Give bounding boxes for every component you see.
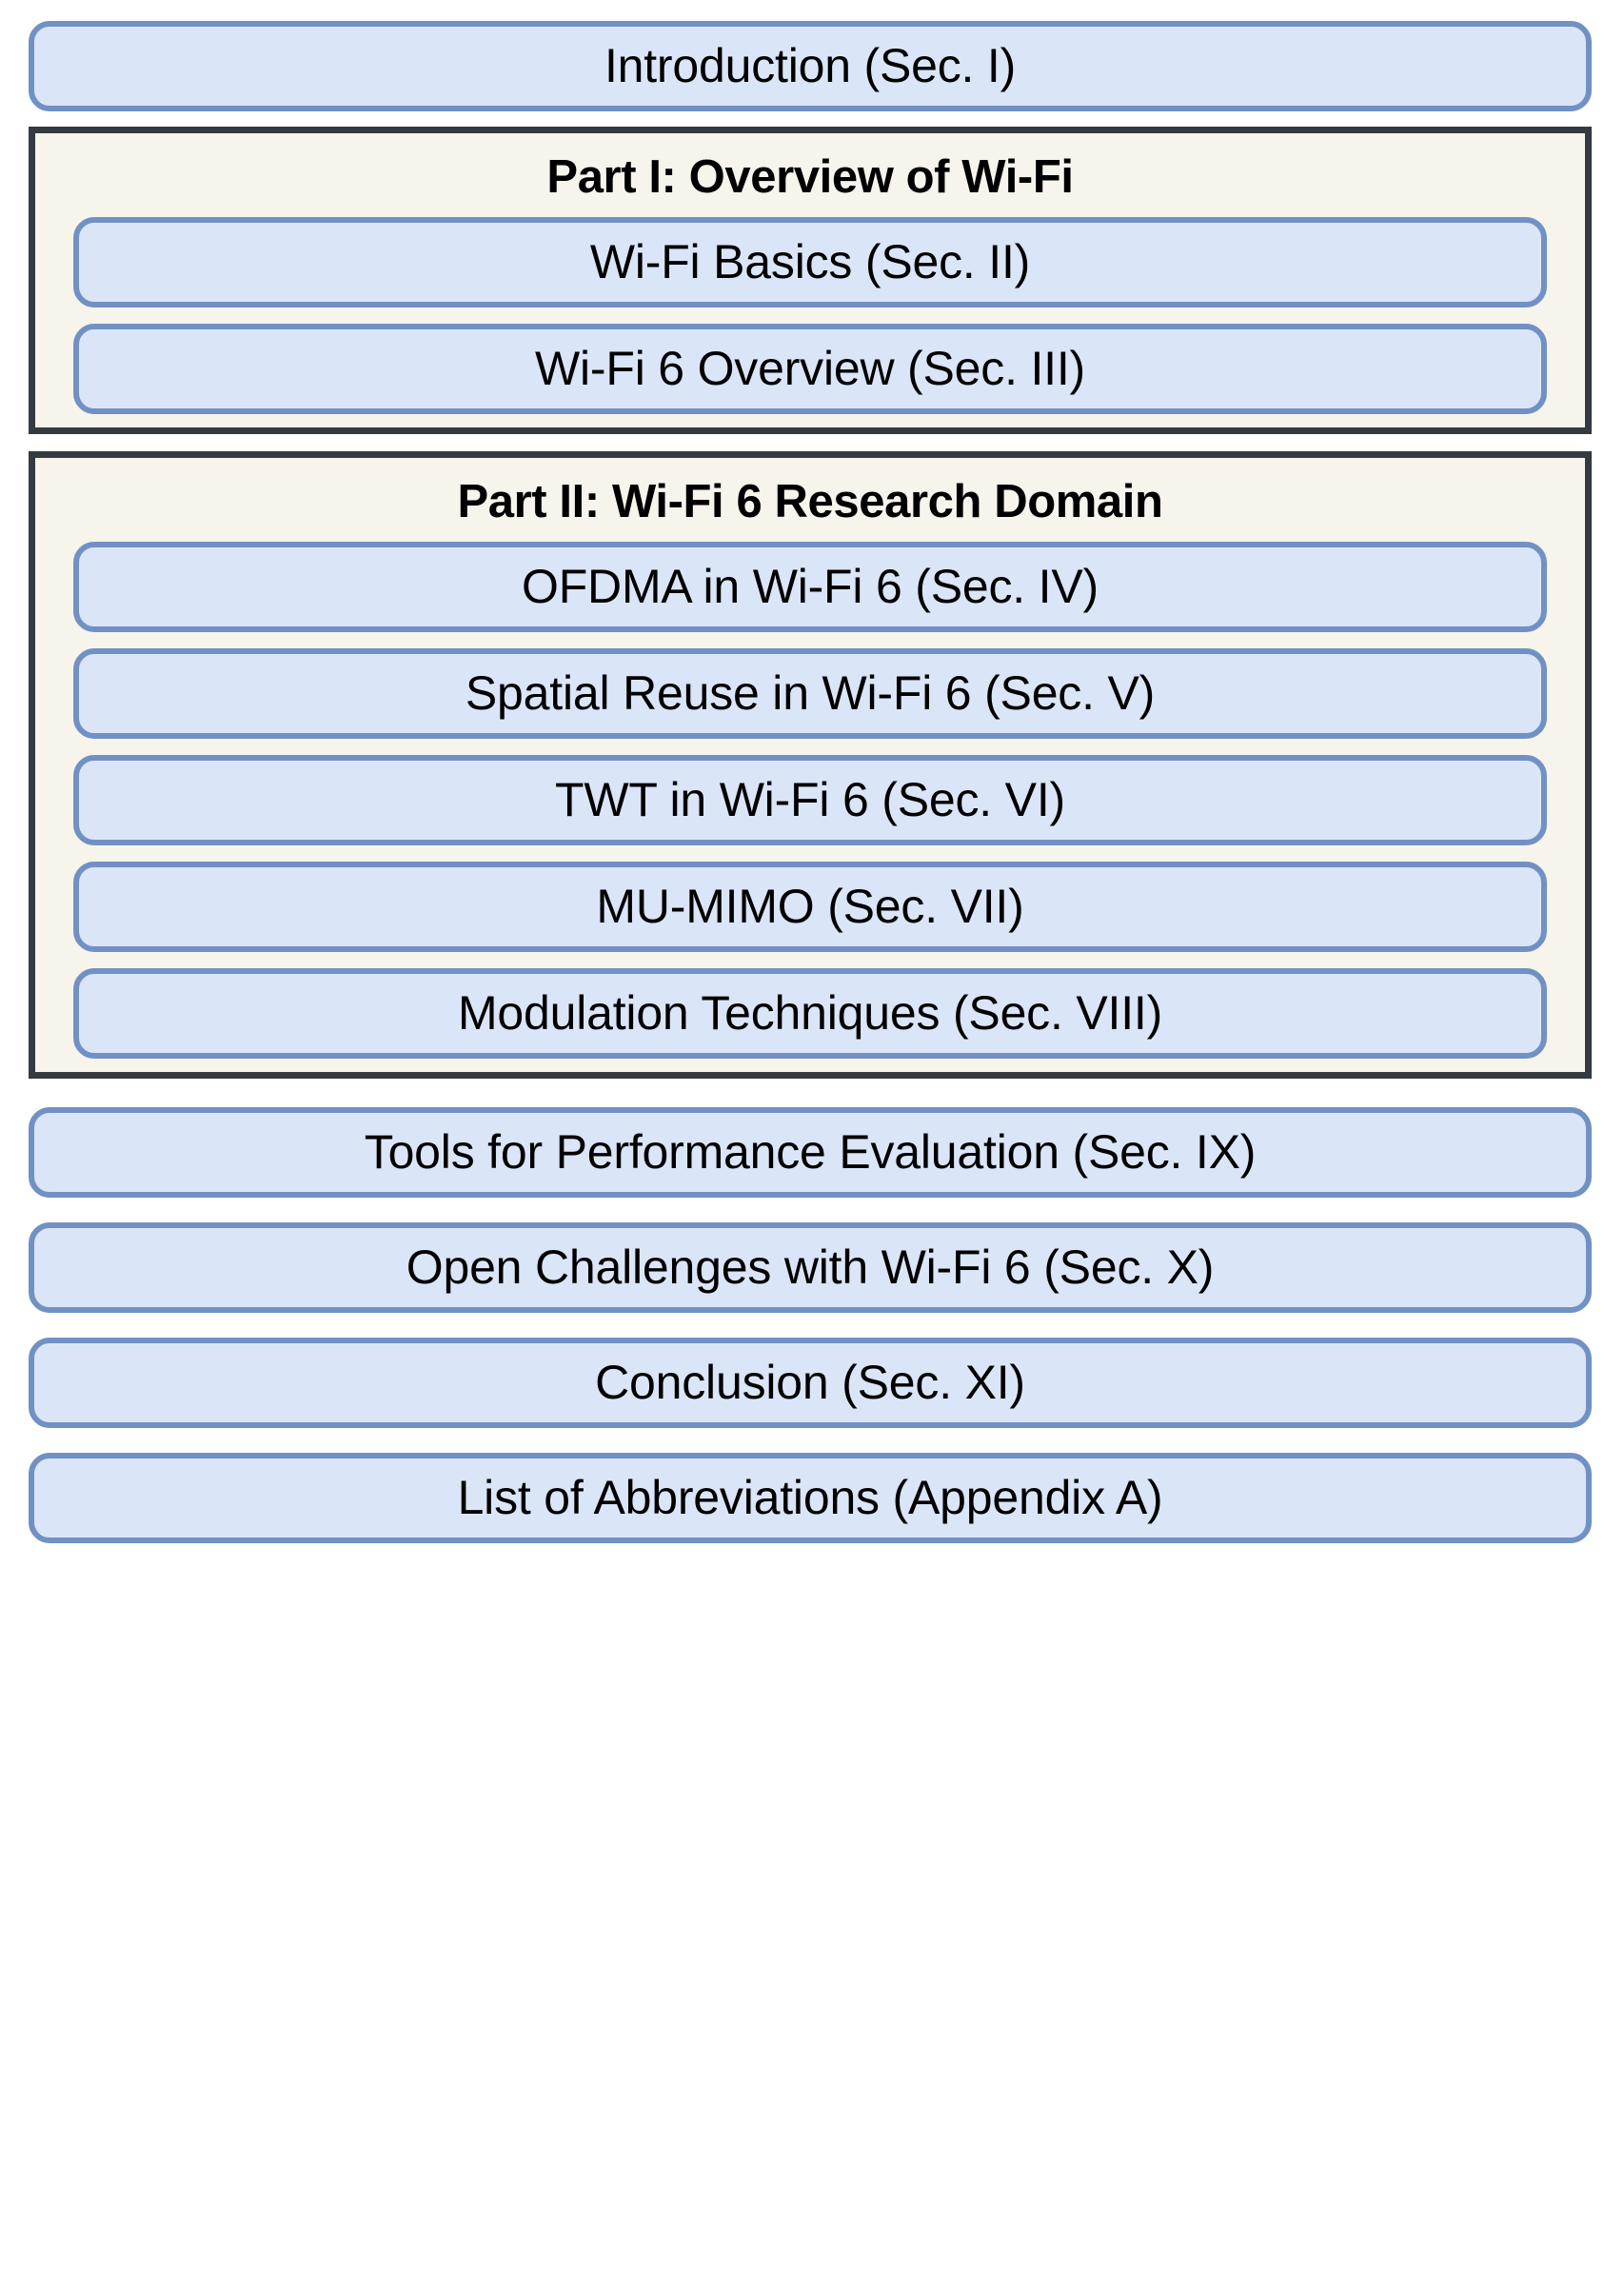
node-wifi-basics[interactable]: Wi-Fi Basics (Sec. II): [73, 217, 1547, 308]
spacer: [29, 434, 1592, 451]
node-ofdma[interactable]: OFDMA in Wi-Fi 6 (Sec. IV): [73, 542, 1547, 632]
node-twt[interactable]: TWT in Wi-Fi 6 (Sec. VI): [73, 755, 1547, 845]
spacer: [29, 1198, 1592, 1222]
spacer: [29, 111, 1592, 127]
group-part-2: Part II: Wi-Fi 6 Research Domain OFDMA i…: [29, 451, 1592, 1079]
node-mu-mimo-label: MU-MIMO (Sec. VII): [596, 880, 1024, 934]
node-tools-label: Tools for Performance Evaluation (Sec. I…: [364, 1125, 1257, 1180]
node-spatial-reuse[interactable]: Spatial Reuse in Wi-Fi 6 (Sec. V): [73, 648, 1547, 739]
node-mu-mimo[interactable]: MU-MIMO (Sec. VII): [73, 862, 1547, 952]
node-conclusion[interactable]: Conclusion (Sec. XI): [29, 1338, 1592, 1428]
node-wifi6-overview[interactable]: Wi-Fi 6 Overview (Sec. III): [73, 324, 1547, 414]
node-wifi6-overview-label: Wi-Fi 6 Overview (Sec. III): [535, 342, 1085, 396]
node-modulation-techniques-label: Modulation Techniques (Sec. VIII): [457, 986, 1163, 1041]
node-abbreviations-label: List of Abbreviations (Appendix A): [457, 1471, 1163, 1525]
node-introduction[interactable]: Introduction (Sec. I): [29, 21, 1592, 111]
group-part-1-title: Part I: Overview of Wi-Fi: [546, 151, 1074, 203]
node-twt-label: TWT in Wi-Fi 6 (Sec. VI): [555, 773, 1065, 827]
spacer: [29, 1313, 1592, 1338]
spacer: [29, 1428, 1592, 1453]
node-list-of-abbreviations[interactable]: List of Abbreviations (Appendix A): [29, 1453, 1592, 1543]
node-conclusion-label: Conclusion (Sec. XI): [595, 1356, 1025, 1410]
node-introduction-label: Introduction (Sec. I): [604, 39, 1017, 93]
node-modulation-techniques[interactable]: Modulation Techniques (Sec. VIII): [73, 968, 1547, 1059]
node-ofdma-label: OFDMA in Wi-Fi 6 (Sec. IV): [522, 560, 1099, 614]
node-open-challenges-label: Open Challenges with Wi-Fi 6 (Sec. X): [406, 1240, 1215, 1295]
node-spatial-reuse-label: Spatial Reuse in Wi-Fi 6 (Sec. V): [465, 666, 1156, 721]
node-open-challenges[interactable]: Open Challenges with Wi-Fi 6 (Sec. X): [29, 1222, 1592, 1313]
group-part-2-children: OFDMA in Wi-Fi 6 (Sec. IV) Spatial Reuse…: [35, 542, 1585, 1059]
spacer: [29, 1079, 1592, 1107]
group-part-1-children: Wi-Fi Basics (Sec. II) Wi-Fi 6 Overview …: [35, 217, 1585, 414]
group-part-1: Part I: Overview of Wi-Fi Wi-Fi Basics (…: [29, 127, 1592, 434]
group-part-2-title: Part II: Wi-Fi 6 Research Domain: [457, 476, 1163, 527]
node-wifi-basics-label: Wi-Fi Basics (Sec. II): [589, 235, 1031, 289]
node-tools-for-performance-evaluation[interactable]: Tools for Performance Evaluation (Sec. I…: [29, 1107, 1592, 1198]
